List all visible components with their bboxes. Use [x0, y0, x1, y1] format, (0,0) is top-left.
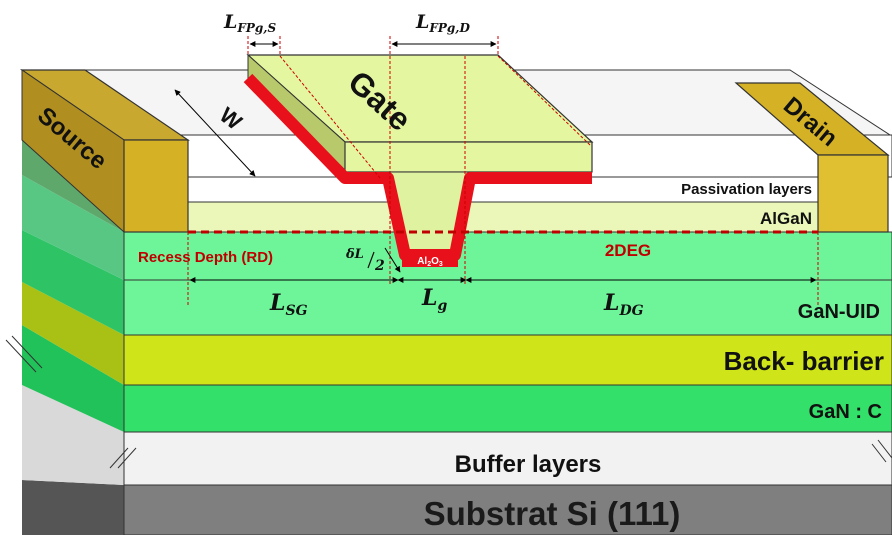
buffer-label: Buffer layers: [455, 451, 602, 478]
lfpgs-main: L: [223, 11, 237, 33]
ldg-main: L: [603, 290, 619, 316]
drain-front-face: [817, 154, 889, 233]
lsg-main: L: [269, 290, 285, 316]
oxide-sub-1: 2: [427, 261, 431, 268]
oxide-label: Al2O3: [417, 256, 443, 268]
delta-label: δL: [345, 247, 364, 262]
break-mark-front-2: [117, 447, 137, 469]
ldg-label: LDG: [603, 290, 644, 319]
two-deg-label: 2DEG: [605, 241, 651, 260]
side-face-substrate: [22, 480, 124, 535]
source-front-face: [123, 139, 189, 233]
side-face-buffer: [22, 385, 124, 485]
oxide-al: Al: [417, 256, 427, 267]
lfpgd-sub: FPg,D: [428, 21, 470, 35]
lfpgs-sub: FPg,S: [236, 21, 276, 35]
side-face-gan-uid-upper: [22, 175, 124, 280]
gate-front-face: [344, 141, 593, 173]
break-mark-right-1: [877, 439, 892, 459]
oxide-sub-2: 3: [439, 261, 443, 268]
passivation-label: Passivation layers: [681, 181, 812, 198]
break-mark-left-1: [5, 339, 37, 373]
width-arrow: [174, 89, 256, 177]
source-contact: [20, 69, 190, 234]
guide-gate-head-left: [279, 55, 381, 179]
side-face-back-barrier: [22, 282, 124, 385]
break-mark-right-2: [871, 443, 887, 463]
substrate-label: Substrat Si (111): [424, 495, 681, 532]
break-mark-front-1: [109, 447, 129, 469]
break-marks: [5, 335, 892, 469]
algan-label: AlGaN: [760, 209, 812, 228]
gate-structure: [243, 53, 594, 267]
front-layer-stack: [123, 231, 892, 535]
lfpgd-label: LFPg,D: [415, 11, 470, 35]
ldg-sub: DG: [618, 303, 643, 319]
gan-uid-label: GaN-UID: [798, 301, 880, 323]
gan-c-layer: [123, 384, 892, 433]
drain-contact: [734, 82, 890, 233]
gan-c-label: GaN : C: [809, 401, 882, 423]
lfpgd-main: L: [415, 11, 429, 33]
break-mark-left-2: [11, 335, 43, 369]
recess-depth-label: Recess Depth (RD): [138, 249, 273, 266]
oxide-o: O: [431, 256, 439, 267]
guide-gate-head-right: [497, 55, 591, 146]
lfpgs-label: LFPg,S: [223, 11, 276, 35]
lg-label: Lg: [421, 285, 447, 314]
delta-num: δL: [345, 247, 364, 262]
lsg-sub: SG: [285, 303, 307, 319]
buffer-layer: [123, 431, 892, 486]
delta-arrow: [384, 247, 401, 273]
side-face-gan-c: [22, 325, 124, 432]
oxide-bottom-pad: [402, 250, 458, 267]
algan-layer: [187, 201, 819, 233]
lsg-label: LSG: [269, 290, 308, 319]
dimension-lines: [174, 36, 819, 305]
lg-main: L: [421, 285, 437, 311]
lg-sub: g: [437, 298, 447, 314]
gan-uid-layer: [123, 279, 892, 336]
delta-den: 2: [374, 258, 385, 274]
back-barrier-label: Back- barrier: [724, 346, 884, 376]
side-face-gan-uid-lower: [22, 230, 124, 335]
delta-fraction-slash: [367, 251, 375, 269]
